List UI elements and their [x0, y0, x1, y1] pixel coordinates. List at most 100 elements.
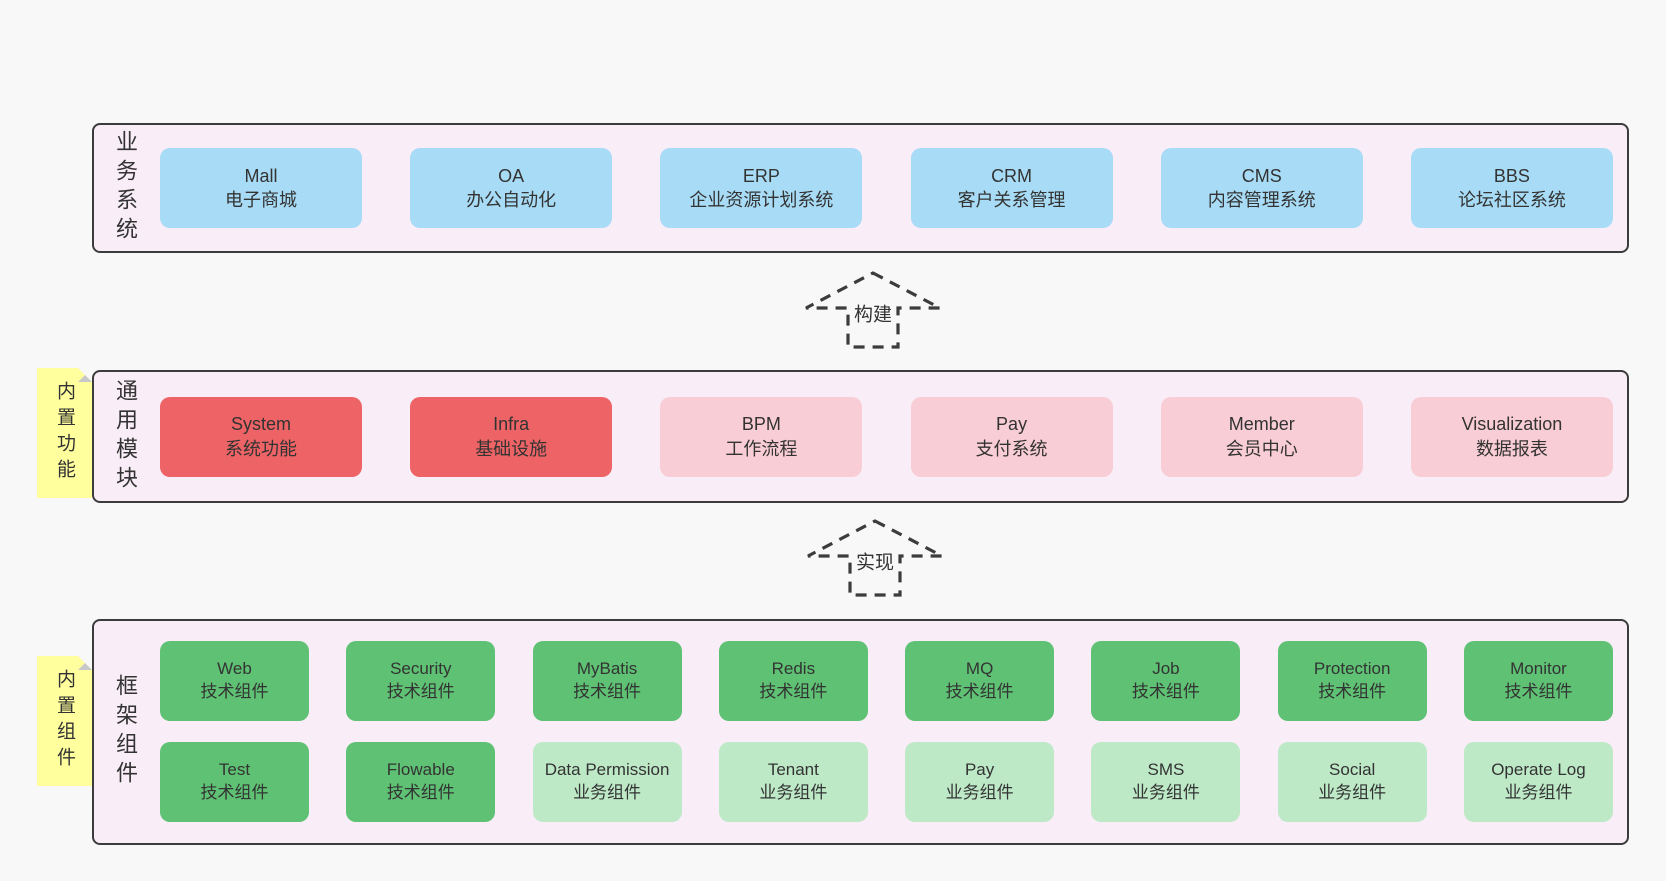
module-box-pay: Pay 支付系统 [910, 396, 1113, 477]
box-title: Job [1152, 659, 1180, 679]
box-subtitle: 业务组件 [1318, 783, 1387, 802]
sticky-note-builtin-functions: 内置功能 [37, 368, 92, 498]
box-title: Pay [964, 760, 995, 780]
module-box-data-permission: Data Permission 业务组件 [532, 742, 682, 822]
module-box-mybatis: MyBatis 技术组件 [532, 641, 682, 721]
band-framework-components: 框架组件 Web 技术组件 Security 技术组件 MyBatis 技术组件 Redis… [92, 619, 1629, 845]
box-title: CMS [1241, 165, 1282, 186]
module-box-infra: Infra 基础设施 [410, 396, 613, 477]
module-box-web: Web 技术组件 [160, 641, 309, 721]
build-arrow: 构建 [803, 270, 943, 350]
box-title: ERP [742, 165, 780, 186]
box-title: Flowable [386, 760, 455, 780]
box-title: Member [1228, 414, 1295, 435]
box-subtitle: 会员中心 [1225, 438, 1298, 459]
box-subtitle: 内容管理系统 [1207, 190, 1316, 210]
band-label-business-systems: 业务系统 [113, 130, 138, 246]
box-title: System [230, 414, 291, 435]
box-subtitle: 技术组件 [945, 682, 1014, 701]
box-title: Tenant [767, 760, 819, 780]
box-subtitle: 技术组件 [1504, 682, 1573, 701]
box-title: Visualization [1461, 414, 1563, 435]
module-box-system: System 系统功能 [160, 396, 362, 477]
module-box-operate-log: Operate Log 业务组件 [1463, 742, 1613, 822]
box-title: MyBatis [576, 659, 638, 679]
module-box-monitor: Monitor 技术组件 [1463, 641, 1613, 721]
module-box-mall: Mall 电子商城 [160, 148, 362, 228]
module-box-cms: CMS 内容管理系统 [1160, 148, 1363, 228]
box-title: BPM [741, 414, 781, 435]
framework-components-row-2: Test 技术组件 Flowable 技术组件 Data Permission 业务组件 T… [160, 742, 1613, 822]
box-title: Pay [996, 414, 1028, 435]
module-box-mq: MQ 技术组件 [905, 641, 1055, 721]
box-subtitle: 客户关系管理 [957, 190, 1066, 210]
box-subtitle: 论坛社区系统 [1457, 190, 1566, 210]
box-title: CRM [991, 165, 1033, 186]
box-subtitle: 技术组件 [1318, 682, 1387, 701]
sticky-note-label: 内置组件 [54, 669, 75, 773]
box-title: Data Permission [544, 760, 670, 780]
module-box-test: Test 技术组件 [160, 742, 309, 822]
box-title: Test [218, 760, 251, 780]
box-title: MQ [965, 659, 994, 679]
box-title: Infra [493, 414, 530, 435]
module-box-security: Security 技术组件 [346, 641, 496, 721]
implement-arrow-label: 实现 [852, 546, 898, 576]
module-box-crm: CRM 客户关系管理 [910, 148, 1113, 228]
box-title: SMS [1147, 760, 1185, 780]
dashed-up-arrow-icon [805, 271, 941, 349]
box-title: Monitor [1510, 659, 1567, 679]
module-box-job: Job 技术组件 [1091, 641, 1241, 721]
module-box-oa: OA 办公自动化 [410, 148, 613, 228]
box-title: Security [390, 659, 452, 679]
module-box-erp: ERP 企业资源计划系统 [660, 148, 863, 228]
dashed-up-arrow-icon [807, 519, 943, 597]
box-subtitle: 企业资源计划系统 [689, 190, 834, 210]
module-box-member: Member 会员中心 [1160, 396, 1363, 477]
box-subtitle: 电子商城 [225, 190, 297, 210]
band-business-systems: 业务系统 Mall 电子商城 OA 办公自动化 ERP 企业资源计划系统 CRM 客户关系管理… [92, 123, 1629, 253]
box-subtitle: 系统功能 [225, 438, 297, 459]
box-subtitle: 技术组件 [386, 682, 455, 701]
sticky-note-label: 内置功能 [54, 381, 75, 485]
module-box-visualization: Visualization 数据报表 [1410, 396, 1613, 477]
box-subtitle: 基础设施 [475, 438, 548, 459]
box-title: BBS [1493, 165, 1530, 186]
box-title: Operate Log [1491, 760, 1586, 780]
sticky-note-builtin-components: 内置组件 [37, 656, 92, 786]
box-subtitle: 技术组件 [200, 783, 269, 802]
box-subtitle: 支付系统 [975, 438, 1048, 459]
box-title: Protection [1313, 659, 1391, 679]
box-title: Redis [771, 659, 816, 679]
band-label-framework-components: 框架组件 [113, 674, 138, 790]
module-box-pay: Pay 业务组件 [905, 742, 1055, 822]
implement-arrow: 实现 [805, 518, 945, 598]
box-title: OA [498, 165, 525, 186]
box-subtitle: 业务组件 [945, 783, 1014, 802]
build-arrow-label: 构建 [850, 298, 896, 328]
box-subtitle: 业务组件 [1504, 783, 1573, 802]
module-box-bbs: BBS 论坛社区系统 [1410, 148, 1613, 228]
box-subtitle: 业务组件 [573, 783, 642, 802]
box-subtitle: 技术组件 [386, 783, 455, 802]
module-box-flowable: Flowable 技术组件 [346, 742, 496, 822]
box-subtitle: 技术组件 [200, 682, 269, 701]
box-title: Web [217, 659, 252, 679]
module-box-sms: SMS 业务组件 [1091, 742, 1241, 822]
band-label-common-modules: 通用模块 [113, 378, 138, 495]
box-subtitle: 业务组件 [1131, 783, 1200, 802]
box-subtitle: 技术组件 [573, 682, 642, 701]
module-box-protection: Protection 技术组件 [1277, 641, 1427, 721]
box-subtitle: 数据报表 [1475, 438, 1548, 459]
box-subtitle: 技术组件 [1131, 682, 1200, 701]
box-title: Mall [244, 165, 278, 186]
box-subtitle: 办公自动化 [466, 190, 557, 210]
business-systems-boxes: Mall 电子商城 OA 办公自动化 ERP 企业资源计划系统 CRM 客户关系管理 CMS 内容… [148, 125, 1627, 251]
